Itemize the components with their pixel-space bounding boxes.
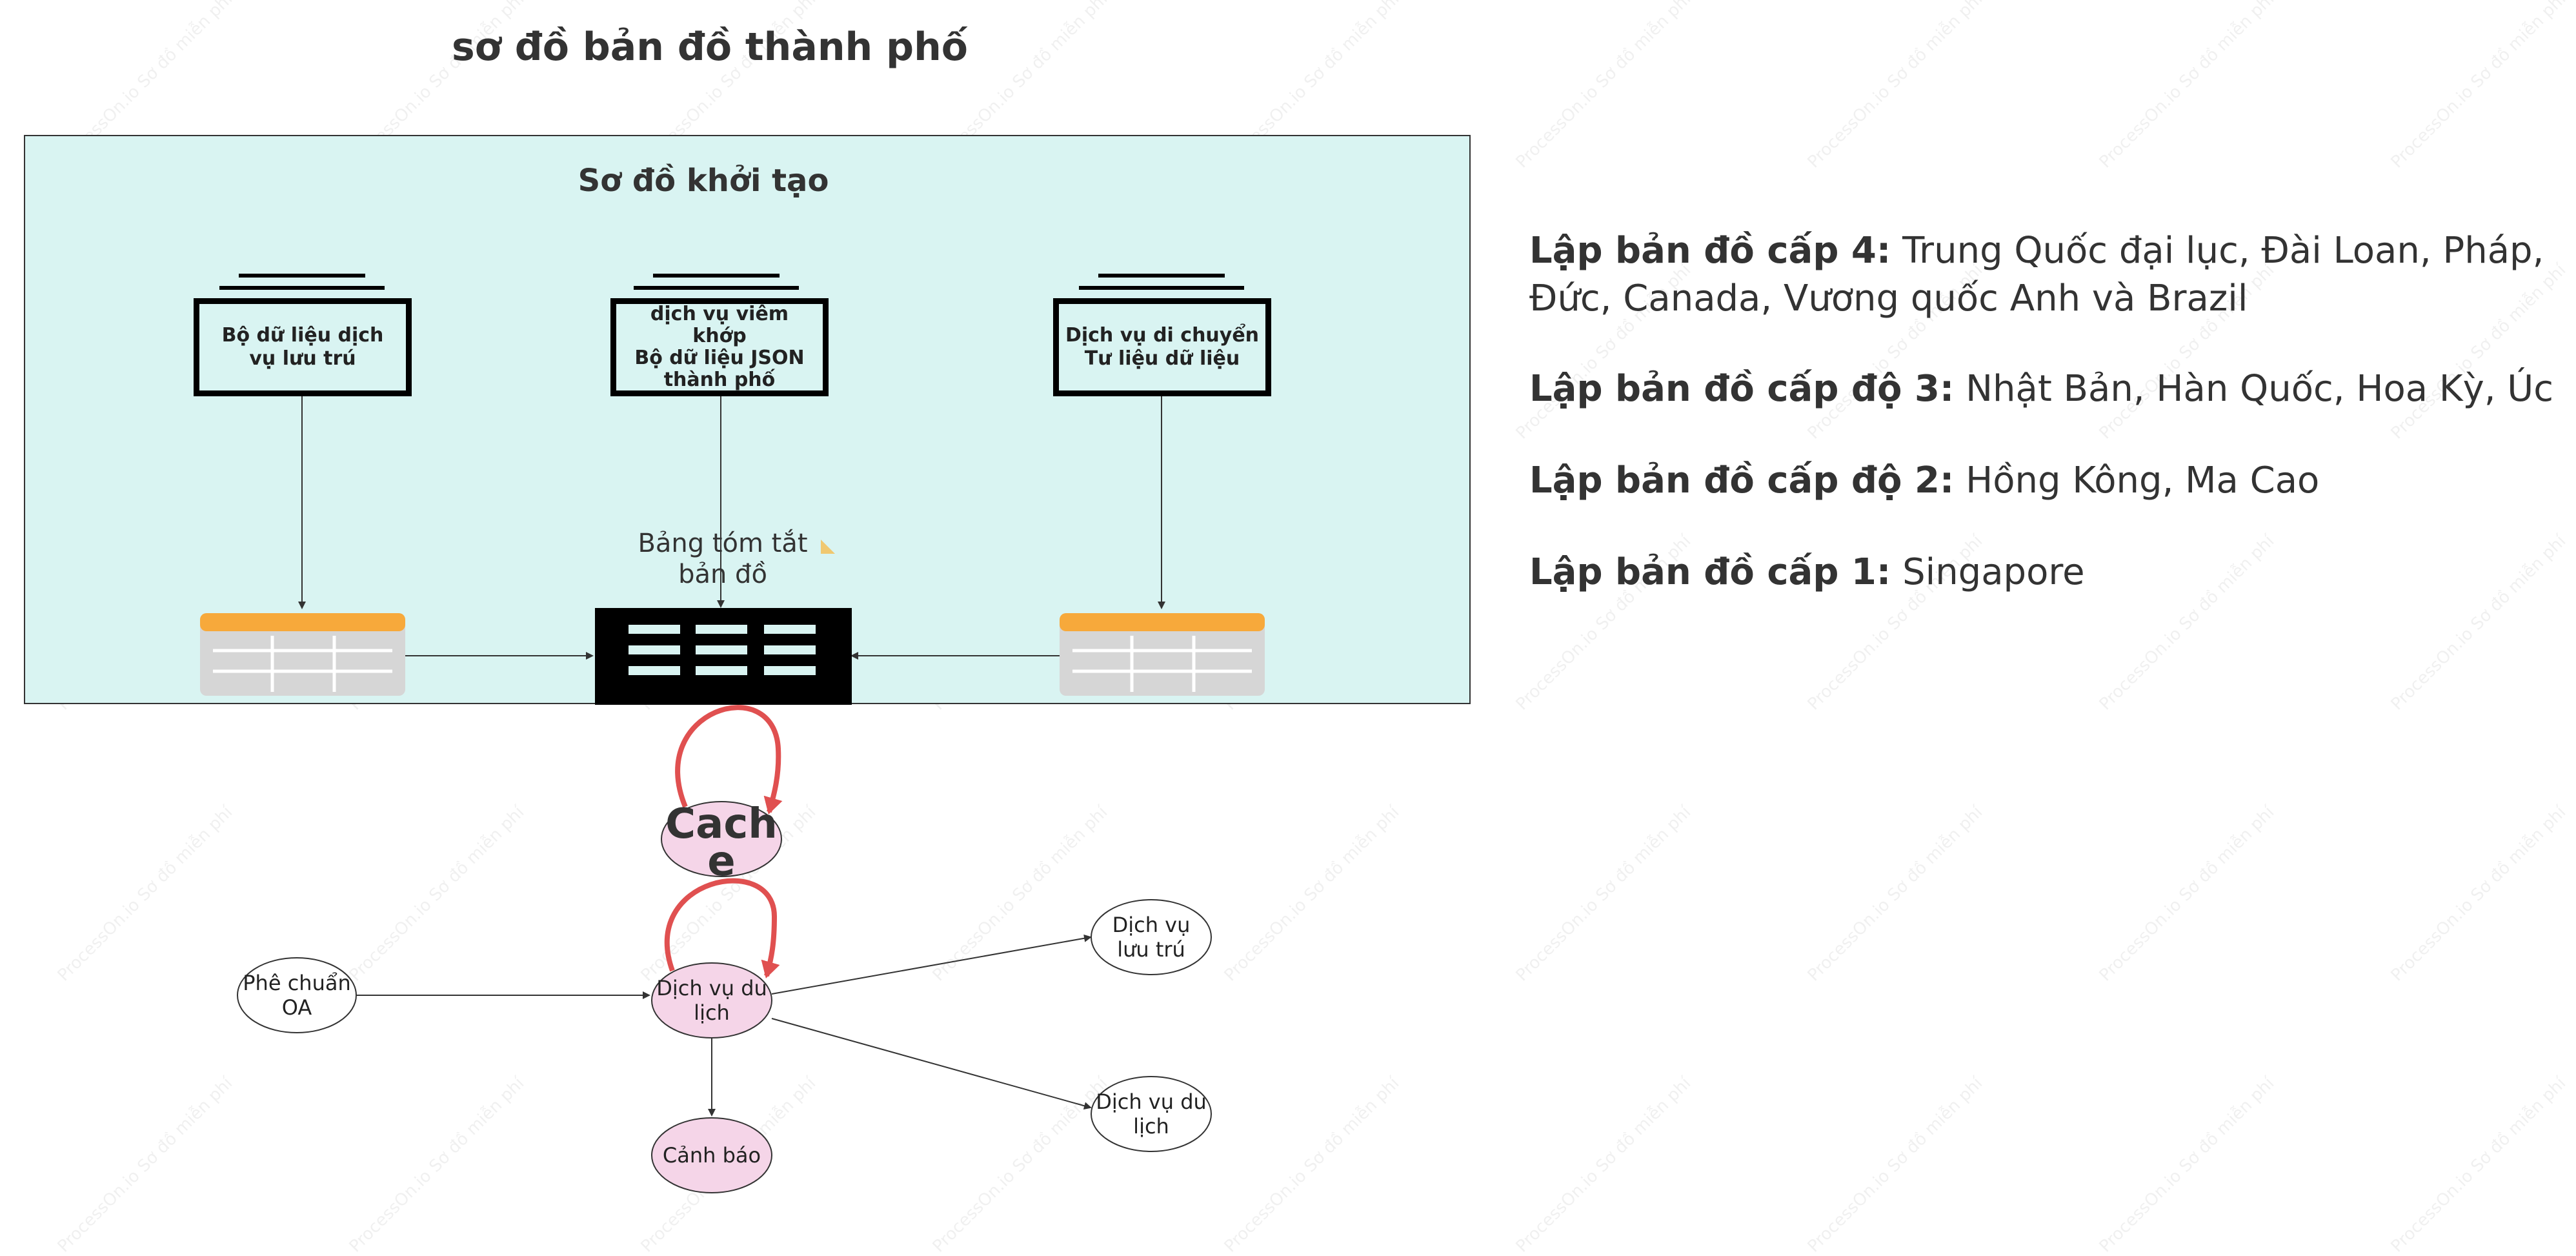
lodging-label-line-1: Dịch vụ bbox=[1112, 913, 1191, 937]
travel-service-label: Dịch vụ du lịch bbox=[652, 975, 772, 1026]
travel-service-right-node bbox=[1091, 1076, 1212, 1152]
cache-label: Cach e bbox=[661, 800, 781, 886]
source-center-line-1: dịch vụ viêm bbox=[650, 303, 789, 325]
frame-title: Sơ đồ khởi tạo bbox=[578, 163, 829, 199]
arrow-travel-to-lodging bbox=[771, 934, 1092, 995]
travel-service-label-line-1: Dịch vụ du bbox=[656, 976, 767, 1000]
cache-label-line-2: e bbox=[707, 838, 736, 886]
level-1-countries: Singapore bbox=[1891, 551, 2085, 593]
travel-service-right-label: Dịch vụ du lịch bbox=[1091, 1088, 1211, 1140]
level-4-text: Lập bản đồ cấp 4: Trung Quốc đại lục, Đà… bbox=[1529, 227, 2562, 323]
source-right-line-2: Tư liệu dữ liệu bbox=[1084, 347, 1240, 370]
cache-label-line-1: Cach bbox=[665, 800, 778, 848]
lodging-label: Dịch vụ lưu trú bbox=[1091, 911, 1211, 963]
level-4-label: Lập bản đồ cấp 4: bbox=[1529, 230, 1891, 272]
cache-node bbox=[661, 801, 782, 877]
page-title: sơ đồ bản đồ thành phố bbox=[451, 25, 969, 70]
level-3-label: Lập bản đồ cấp độ 3: bbox=[1529, 368, 1955, 410]
level-2-label: Lập bản đồ cấp độ 2: bbox=[1529, 460, 1955, 501]
travel-service-right-label-line-1: Dịch vụ du bbox=[1096, 1089, 1207, 1114]
source-box-center: dịch vụ viêm khớp Bộ dữ liệu JSON thành … bbox=[610, 298, 829, 396]
table-left bbox=[200, 613, 405, 696]
level-1-text: Lập bản đồ cấp 1: Singapore bbox=[1529, 549, 2562, 596]
table-right bbox=[1060, 613, 1265, 696]
source-right-bars bbox=[1079, 274, 1244, 290]
level-3-countries: Nhật Bản, Hàn Quốc, Hoa Kỳ, Úc bbox=[1954, 368, 2554, 410]
travel-service-right-label-line-2: lịch bbox=[1133, 1114, 1169, 1139]
summary-label-line-1: Bảng tóm tắt bbox=[638, 529, 808, 558]
source-right-line-1: Dịch vụ di chuyển bbox=[1065, 324, 1260, 347]
travel-service-label-line-2: lịch bbox=[694, 1000, 730, 1025]
travel-loop-arrow bbox=[664, 878, 780, 978]
summary-label: Bảng tóm tắt bản đồ bbox=[619, 528, 826, 590]
source-center-line-2: khớp bbox=[692, 325, 747, 347]
source-box-left: Bộ dữ liệu dịch vụ lưu trú bbox=[194, 298, 412, 396]
approval-label-line-2: OA bbox=[281, 995, 312, 1020]
alert-label: Cảnh báo bbox=[662, 1143, 761, 1168]
source-box-right: Dịch vụ di chuyển Tư liệu dữ liệu bbox=[1053, 298, 1271, 396]
level-2-text: Lập bản đồ cấp độ 2: Hồng Kông, Ma Cao bbox=[1529, 457, 2562, 505]
lodging-label-line-2: lưu trú bbox=[1117, 937, 1185, 962]
source-center-bars bbox=[634, 274, 799, 290]
source-center-line-4: thành phố bbox=[663, 369, 776, 391]
approval-label: Phê chuẩn OA bbox=[237, 969, 356, 1021]
summary-table bbox=[595, 608, 852, 705]
summary-label-line-2: bản đồ bbox=[678, 560, 767, 589]
diagram-canvas bbox=[24, 135, 1471, 1193]
level-4-countries: Trung Quốc đại lục, Đài Loan, Pháp, Đức,… bbox=[1529, 230, 2544, 319]
source-left-line-1: Bộ dữ liệu dịch bbox=[221, 324, 384, 347]
arrow-travel-to-travel-right bbox=[771, 1018, 1092, 1110]
level-3-text: Lập bản đồ cấp độ 3: Nhật Bản, Hàn Quốc,… bbox=[1529, 365, 2562, 413]
source-left-bars bbox=[219, 274, 385, 290]
level-1-label: Lập bản đồ cấp 1: bbox=[1529, 551, 1891, 593]
cache-loop-arrow bbox=[675, 705, 783, 815]
source-left-line-2: vụ lưu trú bbox=[249, 347, 356, 370]
alert-node bbox=[651, 1117, 772, 1193]
approval-label-line-1: Phê chuẩn bbox=[243, 971, 351, 995]
level-2-countries: Hồng Kông, Ma Cao bbox=[1954, 460, 2320, 501]
note-icon bbox=[821, 540, 835, 554]
source-center-line-3: Bộ dữ liệu JSON bbox=[634, 347, 805, 369]
